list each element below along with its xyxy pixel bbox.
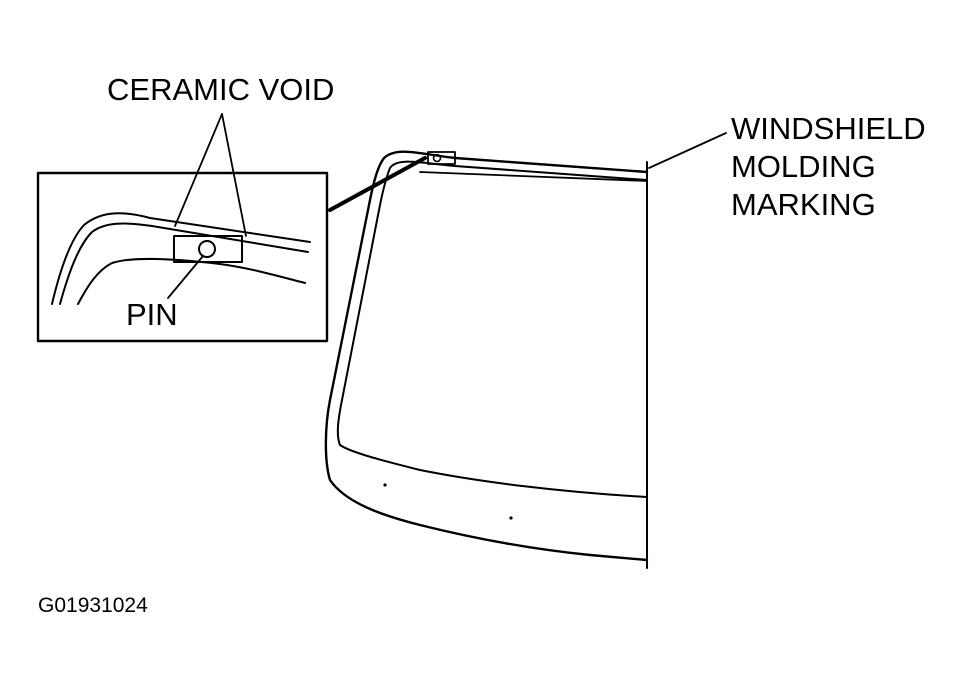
inset-pin-circle [199,241,215,257]
windshield-label-leader [649,133,726,168]
molding-marking-box [428,152,455,164]
pin-leader [168,256,203,298]
inset-body-curve [78,259,305,304]
glass-dot [383,483,387,487]
inset-molding-inner [60,224,308,304]
windshield-outer-outline [326,152,647,560]
glass-dot [509,516,513,520]
inset-frame [38,173,327,341]
windshield-label-line3: MARKING [731,187,876,222]
windshield-label-line1: WINDSHIELD [731,111,926,146]
ceramic-void-leader-left [175,114,222,226]
ceramic-void-leader-right [222,114,246,236]
molding-marking-pin [434,155,441,162]
inset-leader-line [330,158,425,210]
windshield-inner-outline [338,162,647,497]
figure-id-label: G01931024 [38,594,148,617]
inset-molding-outer [52,213,310,304]
inset-ceramic-void-box [174,236,242,262]
windshield-label-line2: MOLDING [731,149,876,184]
pin-label: PIN [126,297,178,332]
ceramic-void-label: CERAMIC VOID [107,72,335,107]
windshield-molding-edge [420,172,647,181]
